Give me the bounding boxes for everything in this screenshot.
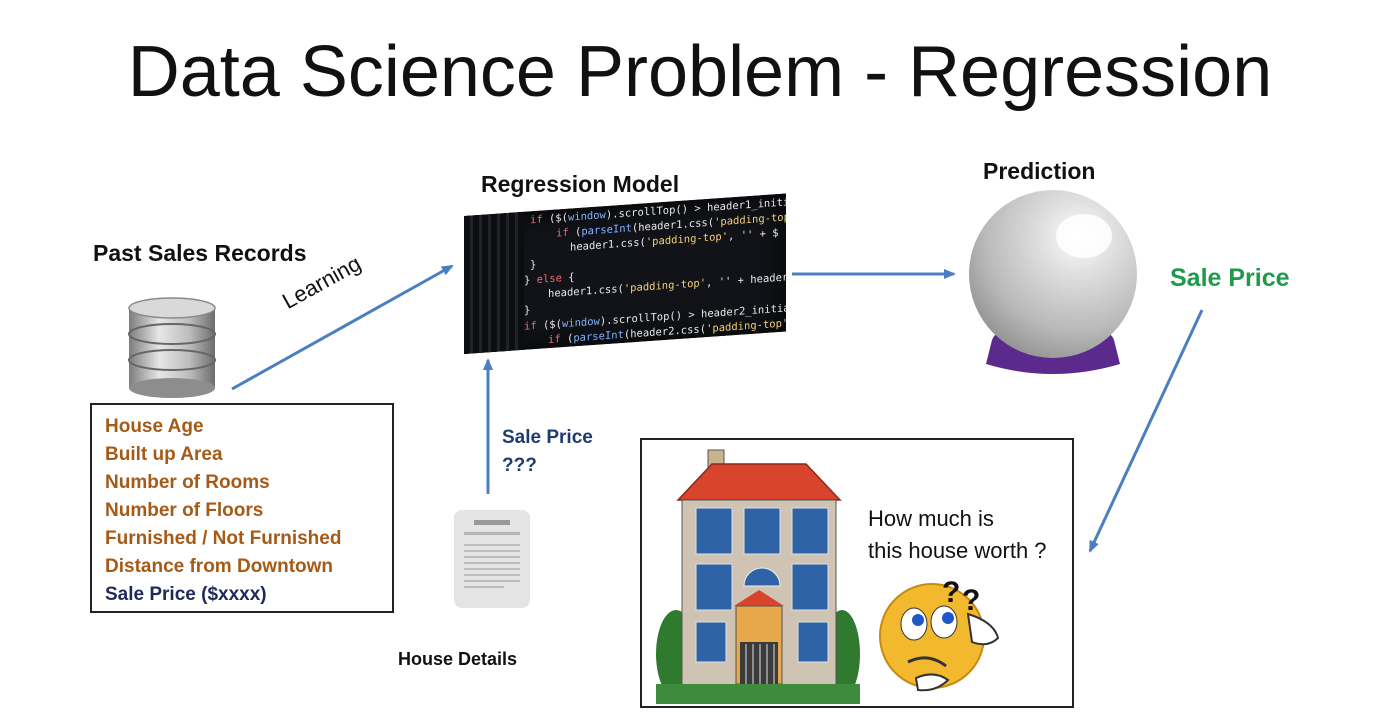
predicted-sale-price-label: Sale Price [1170, 264, 1290, 292]
feature-item: Number of Floors [105, 500, 264, 521]
question-text: How much is this house worth ? [868, 503, 1047, 567]
past-sales-label: Past Sales Records [93, 240, 307, 266]
database-icon [128, 297, 216, 398]
crystal-ball-icon [969, 190, 1137, 374]
learning-arrow [231, 264, 454, 391]
house-illustration [656, 449, 860, 704]
regression-model-label: Regression Model [481, 171, 680, 197]
feature-item: House Age [105, 416, 204, 437]
unknown-sale-price-line2: ??? [502, 455, 537, 476]
page-title: Data Science Problem - Regression [127, 32, 1273, 112]
question-line2: this house worth ? [868, 538, 1047, 563]
thinking-emoji: ? ? [879, 576, 1000, 692]
svg-text:?: ? [942, 576, 960, 609]
house-details-label: House Details [398, 649, 518, 669]
prediction-to-house-arrow [1088, 309, 1204, 553]
feature-item: Built up Area [105, 444, 223, 465]
features-box: House Age Built up Area Number of Rooms … [90, 403, 394, 613]
question-line1: How much is [868, 506, 994, 531]
target-feature: Sale Price ($xxxx) [105, 584, 267, 605]
unknown-sale-price-label: Sale Price ??? [502, 424, 593, 480]
prediction-label: Prediction [983, 158, 1096, 184]
feature-item: Furnished / Not Furnished [105, 528, 342, 549]
svg-text:?: ? [962, 584, 980, 617]
feature-item: Distance from Downtown [105, 556, 334, 577]
code-screenshot: if ($(window).scrollTop() > header1_init… [464, 193, 786, 354]
unknown-sale-price-line1: Sale Price [502, 427, 593, 448]
feature-item: Number of Rooms [105, 472, 270, 493]
document-icon [454, 510, 530, 608]
